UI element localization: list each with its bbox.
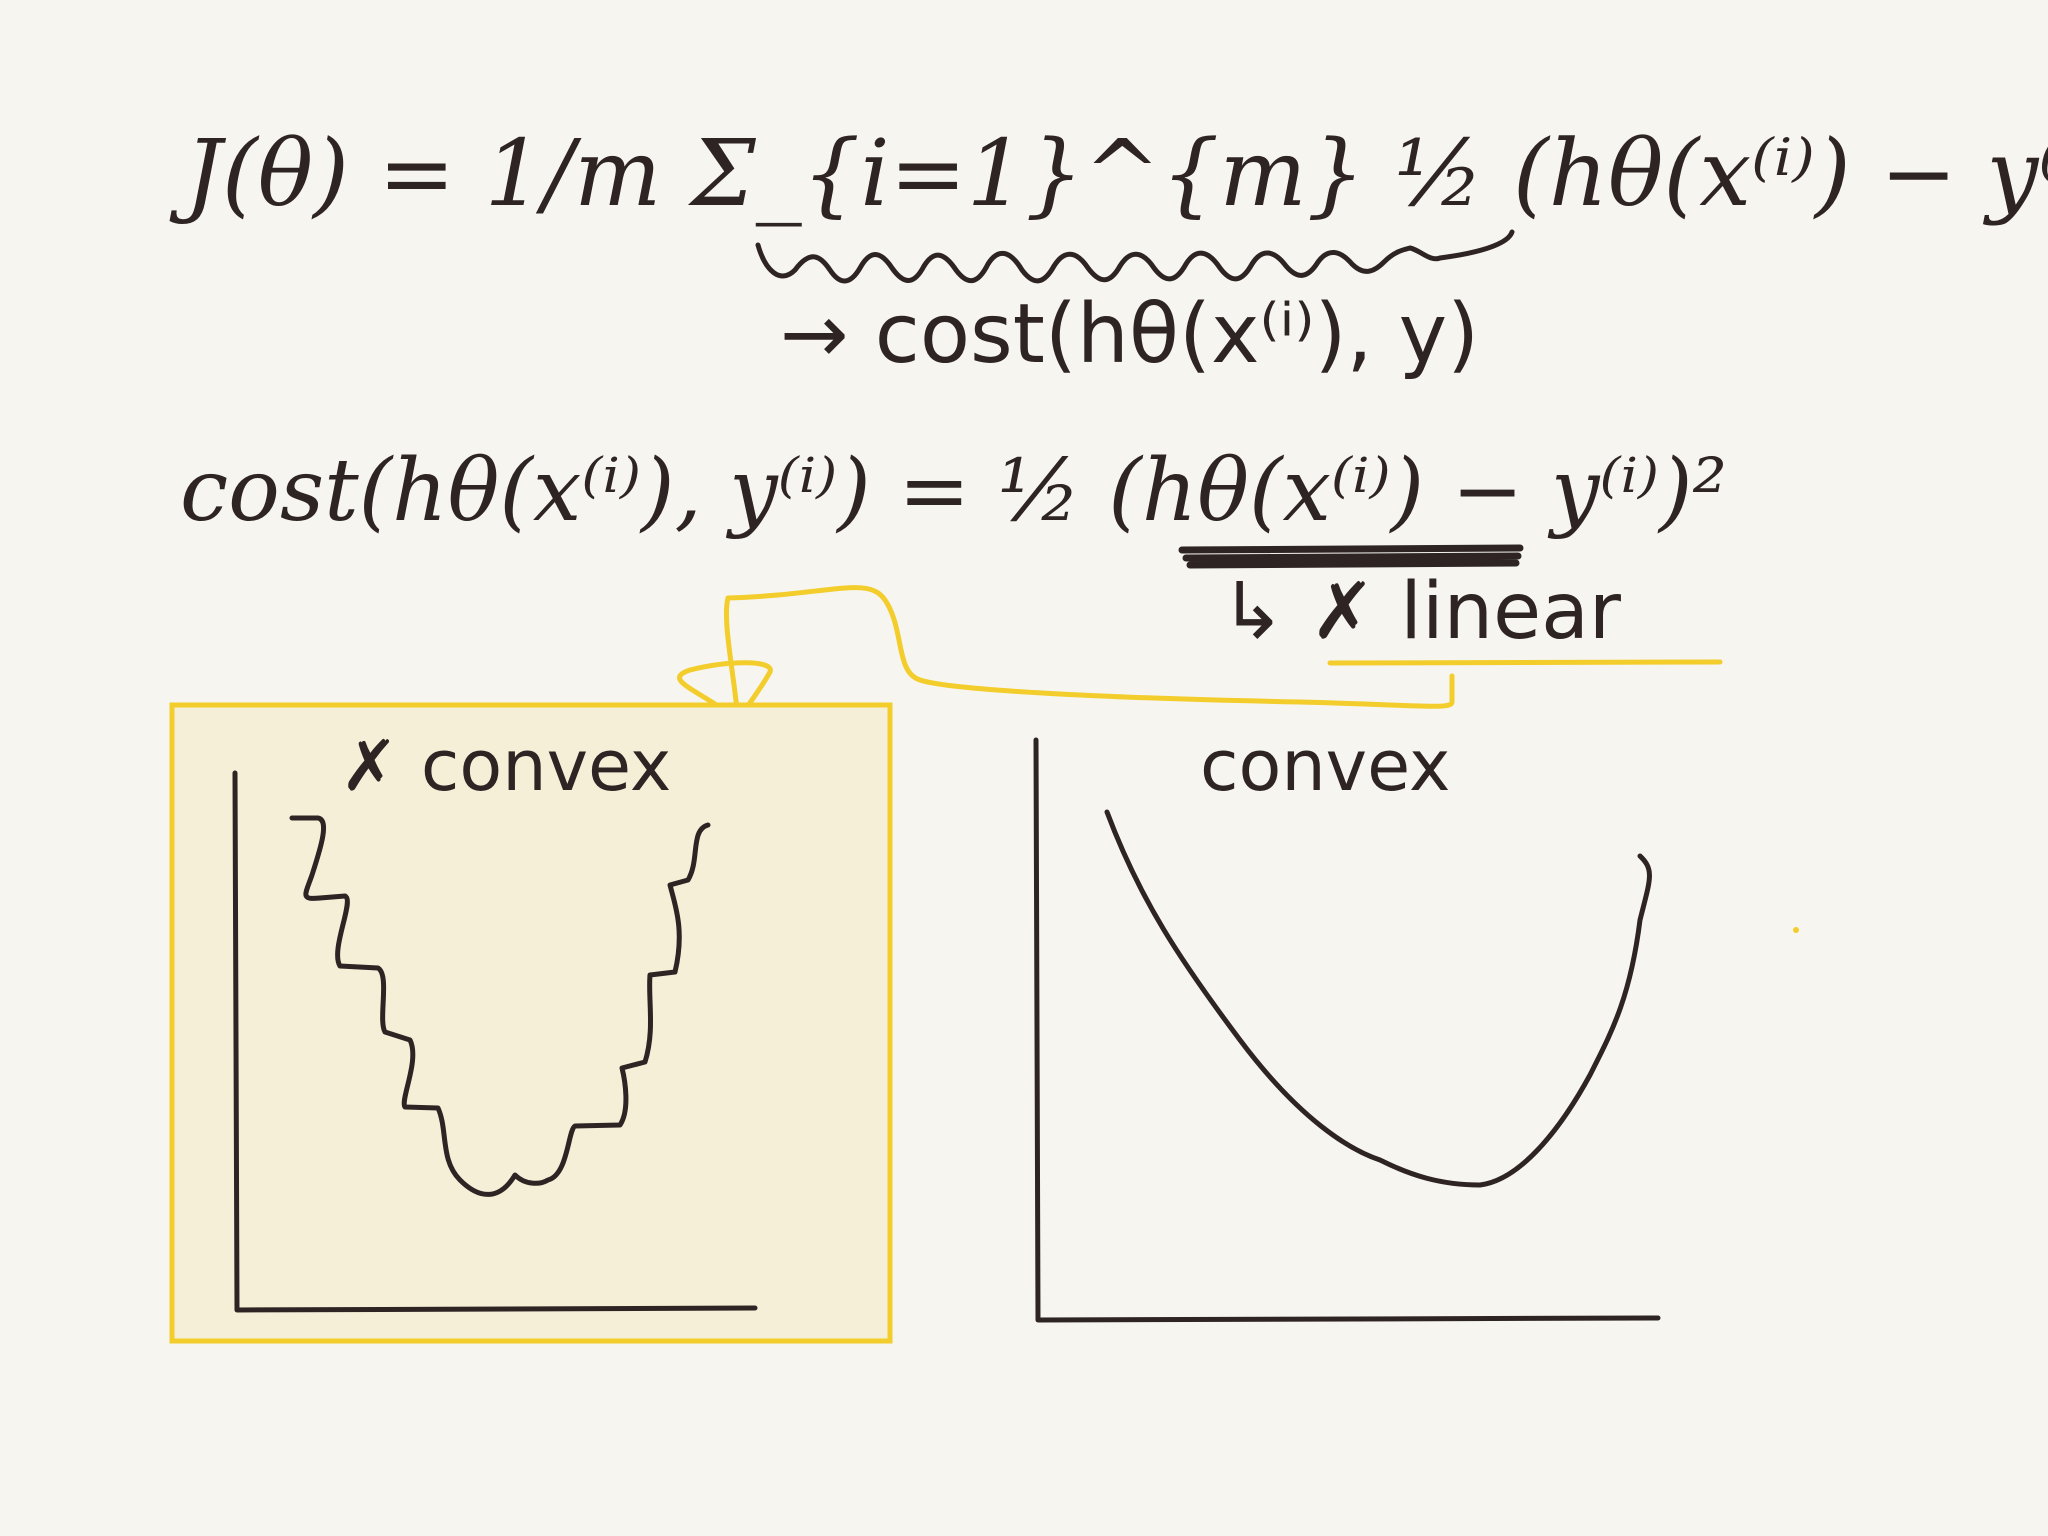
left-plot-label: ✗ convex [340,725,671,807]
wavy-underbrace [755,229,1515,284]
right-plot-label: convex [1200,725,1450,807]
convex-curve [1104,809,1652,1188]
cost-arrow-expression: → cost(hθ(x⁽ⁱ⁾), y) [780,287,1479,382]
right-plot-axes [1033,737,1661,1323]
cost-definition-equation: cost(hθ(x⁽ⁱ⁾), y⁽ⁱ⁾) = ½ (hθ(x⁽ⁱ⁾) − y⁽ⁱ… [180,441,1727,541]
cost-function-equation: J(θ) = 1/m Σ_{i=1}^{m} ½ (hθ(x⁽ⁱ⁾) − y⁽ⁱ… [169,120,2048,227]
highlight-connector [677,585,1455,723]
highlight-dot [1793,927,1799,933]
non-convex-curve [289,815,711,1197]
hypothesis-underline [1178,544,1524,569]
left-plot-axes [232,770,758,1313]
highlight-box-non-convex [169,702,893,1344]
linear-highlight-underline [1327,659,1723,666]
not-linear-note: ↳ ✗ linear [1220,567,1622,657]
